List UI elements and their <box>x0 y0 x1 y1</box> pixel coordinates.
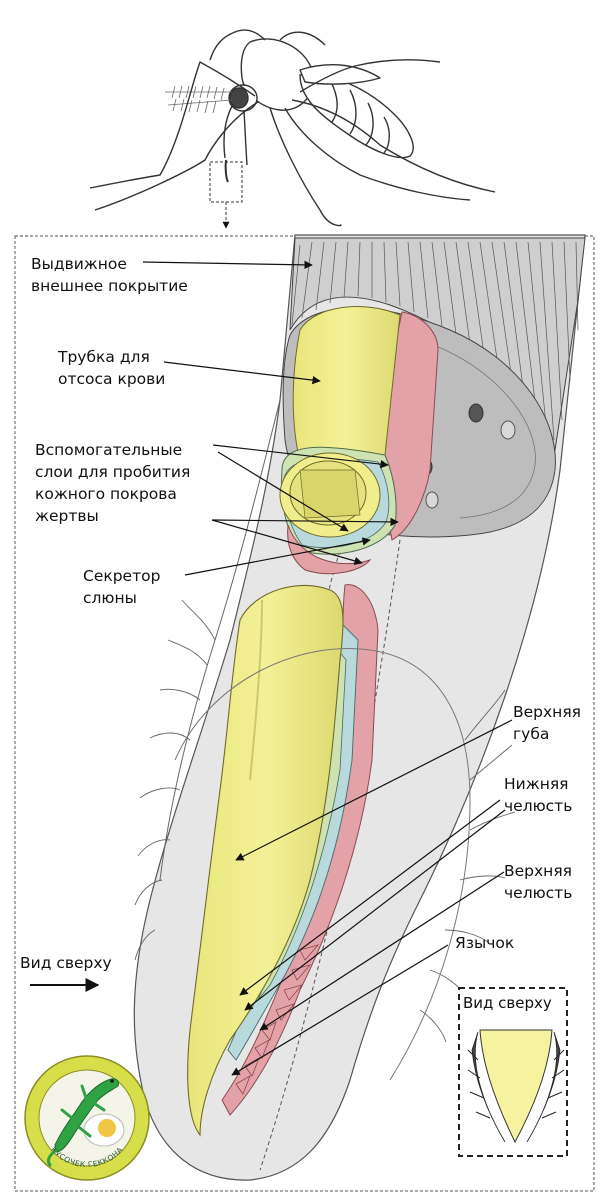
label-blood-tube-line2: отсоса крови <box>58 370 166 388</box>
leader-aux-4 <box>211 519 363 565</box>
label-aux-layers-line2: слои для пробития <box>35 463 191 481</box>
label-lower-jaw-line2: челюсть <box>504 797 573 815</box>
leader-blood-tube <box>163 361 321 385</box>
mosquito-icon <box>89 29 496 227</box>
label-upper-lip: Верхняя губа <box>513 701 581 745</box>
label-outer-cover-line2: внешнее покрытие <box>31 277 188 295</box>
label-tongue-line1: Язычок <box>455 934 515 952</box>
label-top-view-arrow-line1: Вид сверху <box>20 954 112 972</box>
label-upper-jaw: Верхняя челюсть <box>504 860 572 904</box>
label-top-view-arrow: Вид сверху <box>20 952 112 974</box>
leader-aux-3 <box>211 517 399 527</box>
label-aux-layers-line4: жертвы <box>35 507 99 525</box>
label-tongue: Язычок <box>455 932 514 954</box>
leader-outer-cover <box>142 260 313 270</box>
top-view-inset <box>458 987 568 1157</box>
leader-aux-1 <box>212 444 389 469</box>
label-top-view-inset-line1: Вид сверху <box>463 994 552 1012</box>
leader-lower-jaw-1 <box>239 799 501 996</box>
label-upper-lip-line1: Верхняя <box>513 703 581 721</box>
label-blood-tube: Трубка для отсоса крови <box>58 346 165 390</box>
leader-saliva <box>184 537 371 576</box>
label-lower-jaw-line1: Нижняя <box>504 775 569 793</box>
leader-upper-jaw <box>259 871 505 1031</box>
label-saliva-line1: Секретор <box>83 567 161 585</box>
gecko-logo-icon: КУСОЧЕК ГЕККОНА <box>24 1055 150 1181</box>
label-aux-layers: Вспомогательные слои для пробития кожног… <box>35 439 190 527</box>
label-top-view-inset: Вид сверху <box>463 994 552 1012</box>
label-blood-tube-line1: Трубка для <box>58 348 150 366</box>
label-outer-cover: Выдвижное внешнее покрытие <box>31 253 188 297</box>
label-upper-lip-line2: губа <box>513 725 550 743</box>
label-aux-layers-line1: Вспомогательные <box>35 441 183 459</box>
label-outer-cover-line1: Выдвижное <box>31 255 127 273</box>
label-saliva: Секретор слюны <box>83 565 160 609</box>
leader-tongue <box>231 944 449 1076</box>
label-aux-layers-line3: кожного покрова <box>35 485 177 503</box>
label-saliva-line2: слюны <box>83 589 137 607</box>
label-lower-jaw: Нижняя челюсть <box>504 773 572 817</box>
label-upper-jaw-line2: челюсть <box>504 884 573 902</box>
leader-aux-2 <box>217 451 349 532</box>
leader-lower-jaw-2 <box>244 809 506 1011</box>
proboscis-illustration <box>133 234 586 1181</box>
label-upper-jaw-line1: Верхняя <box>504 862 572 880</box>
leader-upper-lip <box>235 719 513 861</box>
